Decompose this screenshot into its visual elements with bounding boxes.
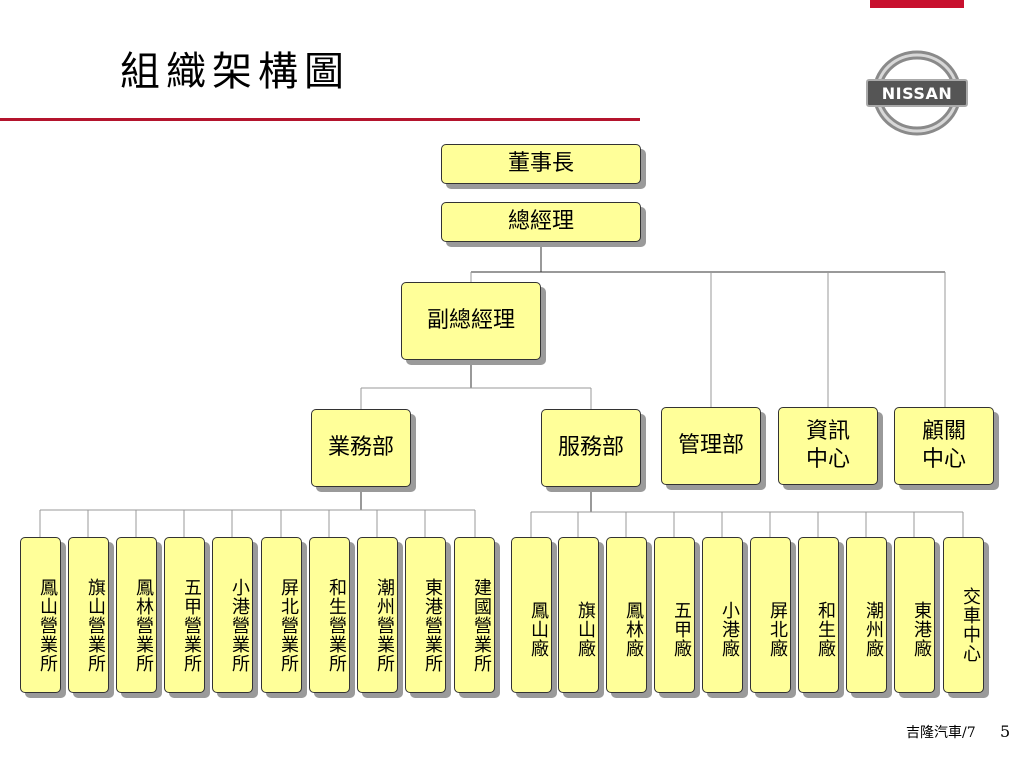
top-accent-bar — [870, 0, 964, 8]
node-sales-dept: 業務部 — [311, 409, 411, 487]
node-sales-office: 鳳山營業所 — [20, 537, 61, 693]
node-service-dept: 服務部 — [541, 409, 641, 487]
node-sales-office: 東港營業所 — [405, 537, 446, 693]
node-management-dept: 管理部 — [661, 407, 761, 485]
node-sales-office: 小港營業所 — [212, 537, 253, 693]
node-sales-office: 五甲營業所 — [164, 537, 205, 693]
node-chairman: 董事長 — [441, 144, 641, 184]
page-title: 組織架構圖 — [120, 49, 350, 95]
node-sales-office: 旗山營業所 — [68, 537, 109, 693]
node-service-plant: 和生廠 — [798, 537, 839, 693]
node-sales-office: 屏北營業所 — [261, 537, 302, 693]
node-delivery-center: 交車中心 — [943, 537, 984, 693]
node-relations-center: 顧關 中心 — [894, 407, 994, 485]
node-deputy-general-manager: 副總經理 — [401, 282, 541, 360]
page-number: 5 — [1000, 722, 1011, 741]
node-service-plant: 鳳山廠 — [511, 537, 552, 693]
node-sales-office: 鳳林營業所 — [116, 537, 157, 693]
node-sales-office: 建國營業所 — [454, 537, 495, 693]
node-service-plant: 旗山廠 — [558, 537, 599, 693]
node-service-plant: 潮州廠 — [846, 537, 887, 693]
node-service-plant: 小港廠 — [702, 537, 743, 693]
node-service-plant: 屏北廠 — [750, 537, 791, 693]
nissan-logo-icon: NISSAN — [866, 50, 968, 136]
node-service-plant: 鳳林廠 — [606, 537, 647, 693]
node-general-manager: 總經理 — [441, 202, 641, 242]
node-sales-office: 和生營業所 — [309, 537, 350, 693]
node-it-center: 資訊 中心 — [778, 407, 878, 485]
node-service-plant: 東港廠 — [894, 537, 935, 693]
node-service-plant: 五甲廠 — [654, 537, 695, 693]
logo-text: NISSAN — [882, 84, 952, 103]
footer-company: 吉隆汽車/7 — [906, 725, 976, 741]
node-sales-office: 潮州營業所 — [357, 537, 398, 693]
title-underline — [0, 118, 640, 121]
